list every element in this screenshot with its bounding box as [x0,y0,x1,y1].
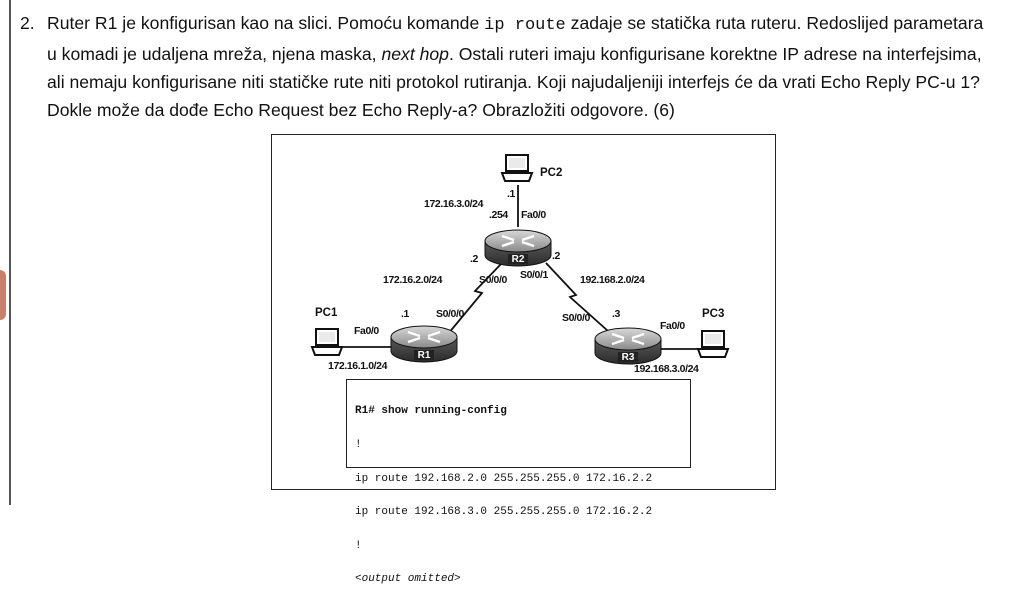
config-bang-2: ! [355,539,362,552]
router-r3-icon: R3 [594,327,662,365]
router-r2-icon: R2 [484,229,552,267]
r3-s000-interface: S0/0/0 [562,312,591,324]
pc2-icon [500,154,534,182]
question-text: Ruter R1 je konfigurisan kao na slici. P… [47,9,1002,124]
question-line-1: Ruter R1 je konfigurisan kao na slici. P… [47,13,984,35]
r1-s000-interface: S0/0/0 [436,308,465,320]
r2-s001-interface: S0/0/1 [520,269,549,281]
pc1-icon [310,328,344,356]
net-r1-r2: 172.16.2.0/24 [383,274,443,286]
config-route-2: ip route 192.168.3.0 255.255.255.0 172.1… [355,506,653,519]
r3-s000-address: .3 [612,308,621,320]
net-pc1-lan: 172.16.1.0/24 [328,360,388,372]
r3-fa-interface: Fa0/0 [660,320,685,332]
r1-label: R1 [418,350,431,361]
net-r2-r3: 192.168.2.0/24 [580,274,645,286]
links [342,185,706,350]
pc2-address: .1 [507,188,516,200]
r2-s000-interface: S0/0/0 [479,274,508,286]
r2-fa-interface: Fa0/0 [521,209,546,221]
link-r1-r2-serial [447,262,503,335]
pc2-label: PC2 [540,167,562,179]
question-line-4: Dokle može da dođe Echo Request bez Echo… [47,100,675,120]
topology-diagram: R2 R1 R3 PC2 .1 172.16.3.0/ [310,154,730,375]
r1-s000-address: .1 [401,308,410,320]
link-r2-r3-serial [545,262,609,332]
topology-figure: R2 R1 R3 PC2 .1 172.16.3.0/ [271,134,776,585]
question-line-2: u komadi je udaljena mreža, njena maska,… [47,44,982,64]
pc3-icon [696,330,730,358]
net-pc3-lan: 192.168.3.0/24 [634,363,699,375]
r2-s000-address: .2 [470,253,479,265]
config-bang-1: ! [355,439,362,452]
r2-s001-address: .2 [552,250,561,262]
config-route-1: ip route 192.168.2.0 255.255.255.0 172.1… [355,472,653,485]
r2-label: R2 [512,254,525,265]
net-pc2-lan: 172.16.3.0/24 [424,198,484,210]
config-omitted: <output omitted> [355,573,461,586]
margin-rule [9,0,11,505]
pc3-label: PC3 [702,308,724,320]
question-line-3: ali nemaju konfigurisane niti statičke r… [47,72,980,92]
margin-mark [0,270,6,320]
r2-fa-address: .254 [489,209,508,221]
r3-label: R3 [622,352,635,363]
router-r1-icon: R1 [390,325,458,363]
config-command-line: R1# show running-config [355,405,507,418]
r1-fa-interface: Fa0/0 [354,325,379,337]
pc1-label: PC1 [315,307,338,319]
running-config-box: R1# show running-config ! ip route 192.1… [346,379,691,585]
question-number: 2. [20,13,35,33]
